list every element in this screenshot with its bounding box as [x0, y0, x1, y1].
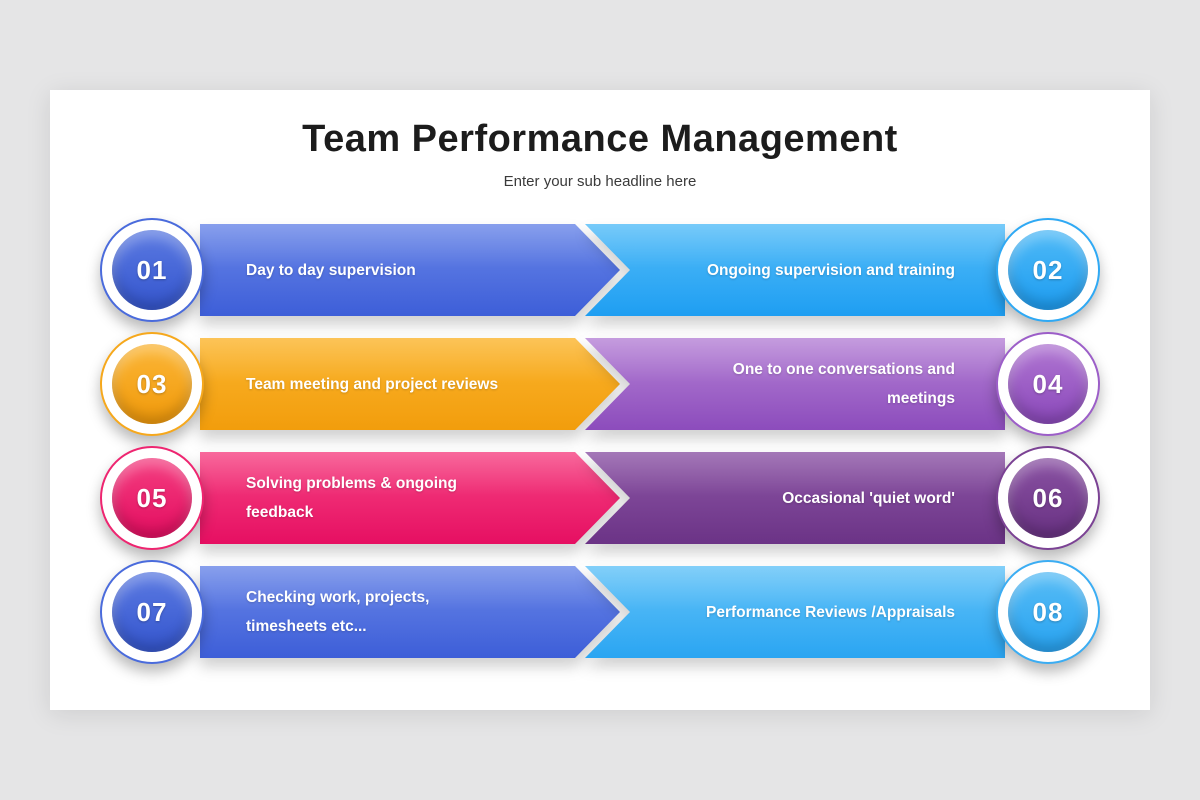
banner-step-05: Solving problems & ongoing feedback	[200, 452, 620, 544]
banner-text-01: Day to day supervision	[246, 261, 416, 279]
step-circle-08: 08	[996, 560, 1100, 664]
step-number-01: 01	[112, 230, 192, 310]
step-number-05: 05	[112, 458, 192, 538]
banner-text-05: Solving problems & ongoing feedback	[246, 475, 457, 521]
banner-text-08: Performance Reviews /Appraisals	[706, 603, 955, 621]
banner-wrap: Occasional 'quiet word'	[585, 452, 1005, 544]
step-number-03: 03	[112, 344, 192, 424]
process-row-1: Day to day supervision Ongoing supervisi…	[50, 218, 1150, 322]
banner-step-07: Checking work, projects, timesheets etc.…	[200, 566, 620, 658]
step-circle-02: 02	[996, 218, 1100, 322]
banner-text-03: Team meeting and project reviews	[246, 375, 499, 393]
banner-step-01: Day to day supervision	[200, 224, 620, 316]
page-subtitle: Enter your sub headline here	[503, 173, 697, 190]
step-number-08: 08	[1008, 572, 1088, 652]
banner-step-02: Ongoing supervision and training	[585, 224, 1005, 316]
banner-wrap: Performance Reviews /Appraisals	[585, 566, 1005, 658]
step-number-04: 04	[1008, 344, 1088, 424]
process-row-3: Solving problems & ongoing feedback Occa…	[50, 446, 1150, 550]
step-number-07: 07	[112, 572, 192, 652]
process-row-2: Team meeting and project reviews One to …	[50, 332, 1150, 436]
process-row-4: Checking work, projects, timesheets etc.…	[50, 560, 1150, 664]
banner-wrap: Day to day supervision	[200, 224, 620, 316]
step-circle-03: 03	[100, 332, 204, 436]
banner-wrap: Team meeting and project reviews	[200, 338, 620, 430]
banner-wrap: One to one conversations and meetings	[585, 338, 1005, 430]
banner-wrap: Solving problems & ongoing feedback	[200, 452, 620, 544]
banner-text-02: Ongoing supervision and training	[706, 261, 955, 279]
banner-step-03: Team meeting and project reviews	[200, 338, 620, 430]
step-circle-01: 01	[100, 218, 204, 322]
banner-step-04: One to one conversations and meetings	[585, 338, 1005, 430]
banner-text-07: Checking work, projects, timesheets etc.…	[246, 589, 430, 635]
step-circle-05: 05	[100, 446, 204, 550]
step-circle-04: 04	[996, 332, 1100, 436]
step-number-02: 02	[1008, 230, 1088, 310]
banner-text-04: One to one conversations and meetings	[732, 361, 955, 407]
step-number-06: 06	[1008, 458, 1088, 538]
banner-step-08: Performance Reviews /Appraisals	[585, 566, 1005, 658]
banner-wrap: Ongoing supervision and training	[585, 224, 1005, 316]
page-title: Team Performance Management	[302, 118, 898, 160]
banner-wrap: Checking work, projects, timesheets etc.…	[200, 566, 620, 658]
banner-step-06: Occasional 'quiet word'	[585, 452, 1005, 544]
step-circle-06: 06	[996, 446, 1100, 550]
step-circle-07: 07	[100, 560, 204, 664]
banner-text-06: Occasional 'quiet word'	[782, 489, 955, 507]
slide-card: Team Performance Management Enter your s…	[50, 90, 1150, 710]
